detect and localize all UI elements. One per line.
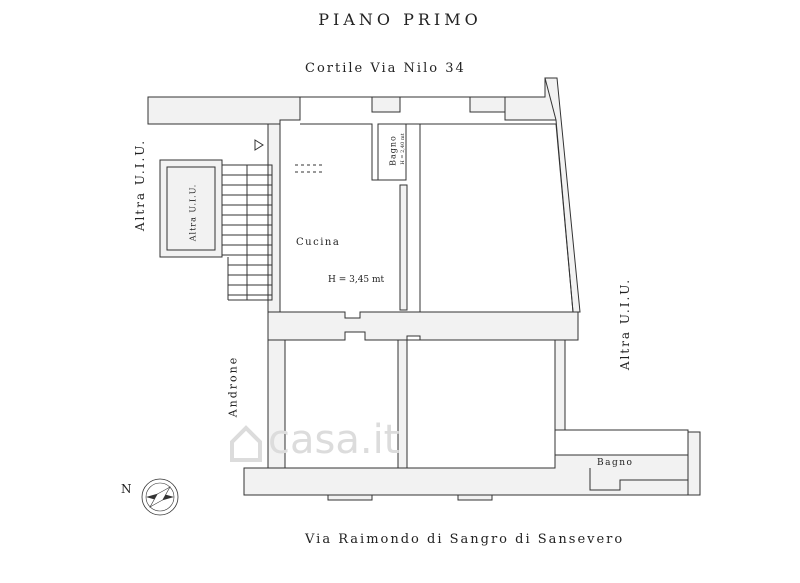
compass-rose-icon bbox=[141, 478, 179, 516]
bagno-small-room bbox=[377, 123, 407, 181]
bagno-small-height-label: H = 2,40 mt bbox=[400, 133, 406, 165]
altra-uiu-inner-label: Altra U.I.U. bbox=[188, 183, 198, 242]
altra-uiu-box bbox=[159, 159, 223, 258]
altra-uiu-left-label: Altra U.I.U. bbox=[133, 138, 147, 232]
wall-right-lower bbox=[554, 339, 566, 431]
androne-label: Androne bbox=[226, 355, 240, 418]
wall-bagno-right bbox=[687, 431, 701, 496]
north-label: N bbox=[121, 482, 132, 496]
cucina-label: Cucina bbox=[296, 237, 341, 248]
wall-cucina-right bbox=[399, 184, 408, 311]
bagno-large-label: Bagno bbox=[597, 458, 634, 468]
street-bottom-label: Via Raimondo di Sangro di Sansevero bbox=[305, 532, 625, 547]
altra-uiu-right-label: Altra U.I.U. bbox=[618, 277, 632, 371]
plan-title: PIANO PRIMO bbox=[318, 10, 482, 29]
watermark-text: casa.it bbox=[268, 417, 400, 463]
street-top-label: Cortile Via Nilo 34 bbox=[305, 61, 466, 76]
cucina-height-label: H = 3,45 mt bbox=[328, 275, 385, 285]
wall-top-section bbox=[469, 96, 506, 113]
bagno-small-label: Bagno bbox=[388, 135, 398, 166]
staircase bbox=[222, 164, 273, 301]
wall-middle-horizontal bbox=[267, 311, 579, 341]
casa-house-icon bbox=[230, 425, 262, 462]
